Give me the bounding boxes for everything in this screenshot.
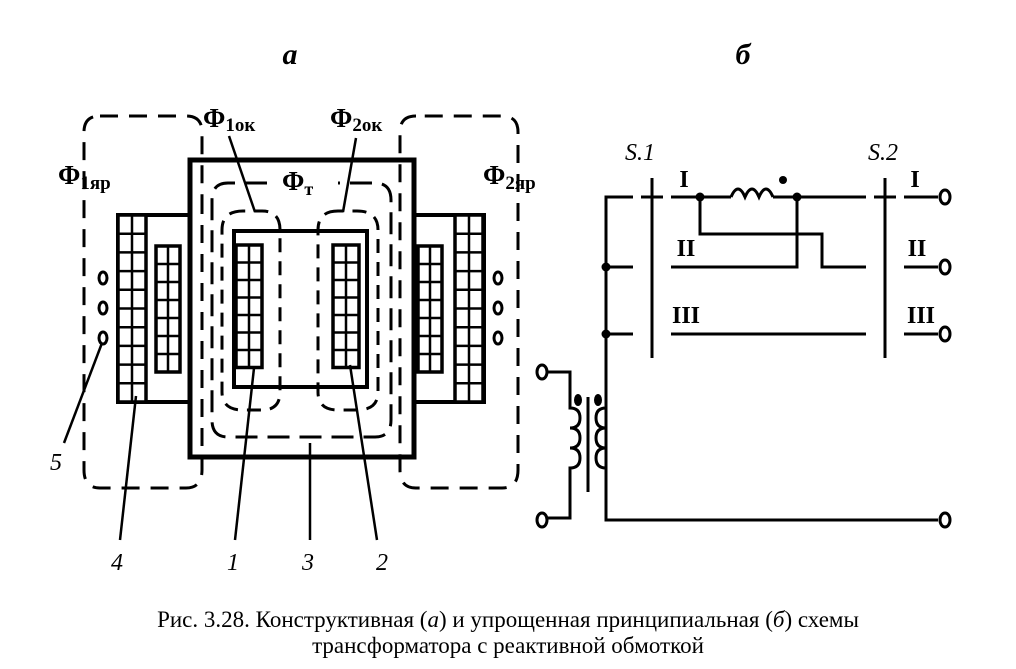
leader-phi-2ok xyxy=(341,137,358,213)
tap-terminal xyxy=(492,270,504,286)
part-number-1: 1 xyxy=(227,550,239,576)
reactor-coil-icon xyxy=(729,187,775,201)
switch-s1-label: S.1 xyxy=(625,140,655,166)
caption-line-2: трансформатора с реактивной обмоткой xyxy=(312,633,704,658)
part-number-4: 4 xyxy=(111,550,123,576)
label-phi-1yar: Φ1яр xyxy=(58,160,111,194)
caption-line-1: Рис. 3.28. Конструктивная (а) и упрощенн… xyxy=(157,607,859,632)
input-terminal-bottom xyxy=(535,511,549,529)
switch-s2-label: S.2 xyxy=(868,140,898,166)
panel-a-label: а xyxy=(283,38,298,71)
output-terminal-III xyxy=(938,325,952,343)
leader-2 xyxy=(348,364,379,541)
bypass-wire xyxy=(698,197,866,269)
leader-5 xyxy=(62,342,104,444)
tap-terminal xyxy=(492,330,504,346)
flux-path-phi-1ok xyxy=(220,209,282,412)
leader-4 xyxy=(118,395,138,541)
coil-1 xyxy=(234,243,264,370)
polarity-dot xyxy=(779,176,787,184)
flux-path-phi-2yar xyxy=(398,114,520,490)
secondary-winding xyxy=(594,360,608,520)
polarity-dot xyxy=(574,394,582,406)
phase-label-right-II: II xyxy=(908,236,927,262)
tap-terminal xyxy=(492,300,504,316)
tap-terminal xyxy=(97,330,109,346)
phase-label-left-II: II xyxy=(677,236,696,262)
core-outer xyxy=(187,157,417,460)
phase-label-right-III: III xyxy=(907,303,935,329)
panel-b-schematic: S.1 S.2 I II III xyxy=(535,140,952,529)
part-number-3: 3 xyxy=(301,550,314,576)
phase-label-left-III: III xyxy=(672,303,700,329)
leader-1 xyxy=(233,367,256,541)
phase-label-right-I: I xyxy=(910,167,919,193)
panel-a-construction: Φ1ок Φ2ок Φт Φ1яр Φ2яр 4 1 3 2 5 xyxy=(50,103,536,576)
flux-path-phi-t xyxy=(210,181,393,439)
core-window xyxy=(232,229,369,389)
part-number-2: 2 xyxy=(376,550,388,576)
polarity-dot xyxy=(594,394,602,406)
output-terminal-neutral xyxy=(938,511,952,529)
output-terminal-II xyxy=(938,258,952,276)
leader-phi-1ok xyxy=(227,135,257,213)
label-phi-t: Φт xyxy=(282,166,313,199)
coil-inner-left xyxy=(154,244,182,374)
coil-outer-right xyxy=(453,213,485,404)
input-terminal-top xyxy=(535,363,549,381)
coil-inner-right xyxy=(416,244,444,374)
supply-transformer-icon xyxy=(535,360,608,529)
bus-left xyxy=(604,195,938,522)
phase-label-left-I: I xyxy=(679,167,688,193)
taps-right xyxy=(492,270,504,346)
output-terminal-I xyxy=(938,188,952,206)
primary-winding xyxy=(547,370,582,520)
label-phi-2ok: Φ2ок xyxy=(330,103,382,136)
part-number-5: 5 xyxy=(50,450,62,476)
label-phi-1ok: Φ1ок xyxy=(203,103,255,136)
label-phi-2yar: Φ2яр xyxy=(483,160,536,194)
tap-terminal xyxy=(97,270,109,286)
coil-2 xyxy=(331,243,361,370)
bypass-wire xyxy=(671,197,799,269)
flux-path-phi-1yar xyxy=(82,114,204,490)
tap-terminal xyxy=(97,300,109,316)
coil-4-outer-left xyxy=(116,213,148,404)
taps-left xyxy=(97,270,109,346)
panel-b-label: б xyxy=(736,38,752,71)
